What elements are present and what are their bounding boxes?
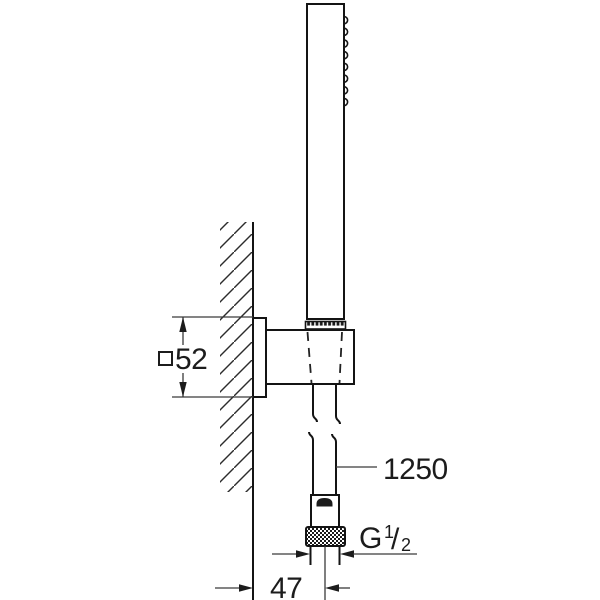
hose-upper-right-edge <box>335 384 341 425</box>
thread-label-letter: G <box>359 522 382 555</box>
dimension-thread: G 1 / 2 <box>272 522 417 558</box>
hose-break-right <box>331 433 337 443</box>
arrowhead-up <box>179 317 187 332</box>
hose-break-left <box>308 431 314 441</box>
holder-size-label: 52 <box>175 343 207 376</box>
wall-plate <box>252 317 267 398</box>
holder-hidden-line-right <box>338 331 343 384</box>
dimension-wall-distance: 47 <box>215 572 350 600</box>
wall-hatch <box>220 222 253 492</box>
thread-label-slash: / <box>391 523 400 556</box>
arrowhead-right <box>239 584 253 592</box>
brand-logo-mark <box>316 498 333 507</box>
dimension-holder-size: 52 <box>158 316 253 398</box>
arrowhead-down <box>179 382 187 397</box>
wall-distance-label: 47 <box>270 572 302 600</box>
shower-hose <box>305 384 346 600</box>
holder-hidden-line-left <box>306 331 313 384</box>
holder-body <box>265 329 355 385</box>
handle-knurl-band <box>304 320 347 330</box>
wall-section <box>220 222 254 600</box>
wall-holder <box>252 317 355 398</box>
thread-label-denominator: 2 <box>401 535 411 555</box>
arrowhead-left <box>325 584 339 592</box>
dimension-hose-length: 1250 <box>336 453 448 486</box>
hand-shower-stick <box>306 3 345 320</box>
hose-nut-knurled <box>305 526 346 547</box>
square-profile-symbol <box>158 351 173 366</box>
hose-upper-left-edge <box>312 384 318 423</box>
hand-shower <box>304 3 349 330</box>
arrowhead-right <box>296 550 310 558</box>
hose-length-label: 1250 <box>383 453 448 486</box>
thread-label-numerator: 1 <box>384 522 394 542</box>
arrowhead-left <box>340 550 354 558</box>
